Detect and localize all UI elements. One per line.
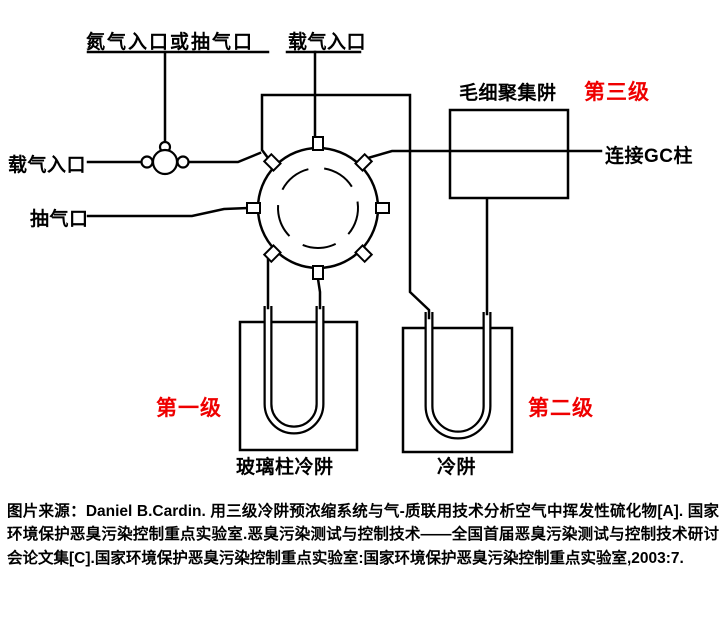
stage1-trap-box [238,320,359,452]
nitrogen-inlet-label: 氮气入口或抽气口 [86,32,255,53]
manifold-line [187,151,262,164]
trap1-right-line [316,277,322,310]
four-way-valve [140,140,190,176]
capillary-trap-label: 毛细聚集阱 [459,83,557,104]
valve-port [312,265,324,280]
valve-fitting-left [140,155,154,169]
valve-port [312,136,324,151]
rotary-valve [246,136,390,280]
pump-port-label: 抽气口 [30,209,89,230]
stage2-trap-box [401,326,514,454]
rotary-valve-ports [246,136,390,280]
bypass-loop-line [260,93,431,320]
stage2-label: 第二级 [528,397,594,420]
carrier-inlet-left-label: 载气入口 [8,155,87,176]
valve-port [262,244,282,264]
valve-port [246,202,261,214]
gc-column-line [366,149,603,160]
pump-line [86,206,249,218]
glass-trap-label: 玻璃柱冷阱 [236,457,334,478]
valve-port [354,244,374,264]
valve-port [354,152,374,172]
valve-port [262,152,282,172]
stage2-u-tube [424,312,492,440]
source-caption: 图片来源：Daniel B.Cardin. 用三级冷阱预浓缩系统与气-质联用技术… [7,503,719,567]
valve-port [375,202,390,214]
tubing-lines [86,50,603,320]
stage3-label: 第三级 [584,81,650,104]
diagram-canvas [86,50,603,454]
rotary-valve-rotor [277,167,359,249]
gc-column-label: 连接GC柱 [605,146,694,167]
carrier-inlet-top-label: 载气入口 [288,32,367,53]
stage1-label: 第一级 [156,397,222,420]
cold-trap-label: 冷阱 [437,457,477,478]
valve-fitting-right [176,155,190,169]
capillary-trap-box [448,108,570,200]
valve-body [151,148,179,176]
stage1-u-tube [263,306,325,435]
